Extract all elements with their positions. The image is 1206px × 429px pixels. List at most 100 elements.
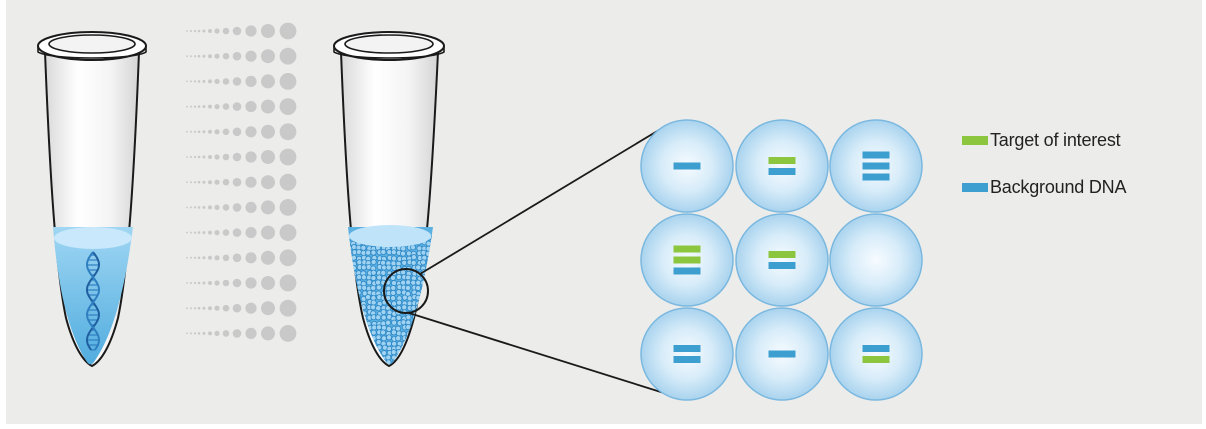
stream-droplet [214,305,220,311]
stream-droplet [202,306,206,310]
stream-droplet [261,150,275,164]
stream-droplet [186,105,188,108]
droplet-r1-c2 [735,119,829,213]
background-dna-bar [673,267,701,275]
stream-droplet [245,327,257,339]
background-dna-bar [768,262,796,269]
stream-droplet [279,224,297,242]
stream-droplet [279,47,297,65]
stream-droplet [193,29,197,33]
stream-droplet [279,123,297,141]
stream-droplet [193,105,197,108]
droplet-r2-c3 [829,213,923,307]
stream-droplet [222,254,230,262]
stream-droplet [232,278,242,288]
stream-droplet [197,155,201,159]
background-dna-swatch-icon [962,182,988,192]
stream-droplet [245,25,257,37]
stream-droplet [214,179,220,185]
microcentrifuge-tube-with-droplets-icon [333,31,445,368]
stream-droplet [190,256,192,259]
stream-droplet [222,103,230,110]
background-dna-bar [862,151,890,159]
droplet-r2-c1 [640,213,734,307]
stream-droplet [222,78,230,85]
stream-droplet [222,27,230,35]
stream-droplet [202,331,206,335]
stream-droplet [208,255,212,260]
stream-droplet [214,53,220,59]
legend-item-target: Target of interest [962,128,1121,152]
droplet-stream-row [186,123,297,141]
stream-droplet [186,80,188,83]
stream-droplet [190,332,192,335]
stream-droplet [190,307,192,310]
stream-droplet [245,302,257,314]
stream-droplet [202,54,206,58]
stream-droplet [232,303,242,313]
liquid-surface [54,227,132,249]
zoom-line-top [419,126,665,275]
stream-droplet [186,332,188,335]
target-bar [768,251,796,258]
stream-droplet [193,181,197,184]
stream-droplet [214,78,220,84]
stream-droplet [245,151,257,163]
droplet-stream-row [186,199,297,216]
stream-droplet [261,200,275,215]
stream-droplet [245,227,257,239]
magnifier-circle-icon [383,268,429,314]
stream-droplet [202,281,206,285]
dna-double-helix-icon [85,251,101,351]
stream-droplet [202,29,206,33]
stream-droplet [202,105,206,109]
stream-droplet [197,332,201,335]
stream-droplet [261,24,275,38]
droplet-stream-row [186,224,297,242]
droplet-stream-row [186,47,297,65]
stream-droplet [279,22,297,40]
stream-droplet [202,231,206,235]
droplet-stream-row [186,274,297,292]
stream-droplet [222,330,230,337]
stream-droplet [193,332,197,335]
stream-droplet [186,256,188,259]
legend-label-target: Target of interest [990,129,1121,150]
stream-droplet [214,330,220,336]
microcentrifuge-tube-with-dna-icon [37,31,147,368]
stream-droplet [208,331,212,336]
stream-droplet [261,49,275,64]
stream-droplet [279,199,297,216]
stream-droplet [197,281,201,285]
stream-droplet [214,255,220,261]
droplet-stream-row [186,249,297,267]
stream-droplet [261,225,275,240]
stream-droplet [190,55,192,58]
stream-droplet [232,329,242,338]
stream-droplet [214,129,220,135]
stream-droplet [190,156,192,158]
background-dna-bar [673,345,701,352]
stream-droplet [197,105,201,108]
stream-droplet [214,104,220,110]
stream-droplet [222,229,230,236]
stream-droplet [279,98,297,115]
stream-droplet [197,54,201,58]
stream-droplet [279,274,297,292]
stream-droplet [208,104,212,109]
background-dna-bar [862,173,890,181]
droplet-stream-row [186,98,297,115]
stream-droplet [245,252,257,264]
stream-droplet [197,80,201,83]
stream-droplet [261,74,275,89]
droplet-r3-c3 [829,307,923,401]
droplet-stream-row [186,73,297,90]
stream-droplet [208,230,212,235]
stream-droplet [202,130,206,134]
stream-droplet [190,181,192,184]
stream-droplet [232,102,242,111]
stream-droplet [232,152,242,162]
stream-droplet [279,173,297,191]
